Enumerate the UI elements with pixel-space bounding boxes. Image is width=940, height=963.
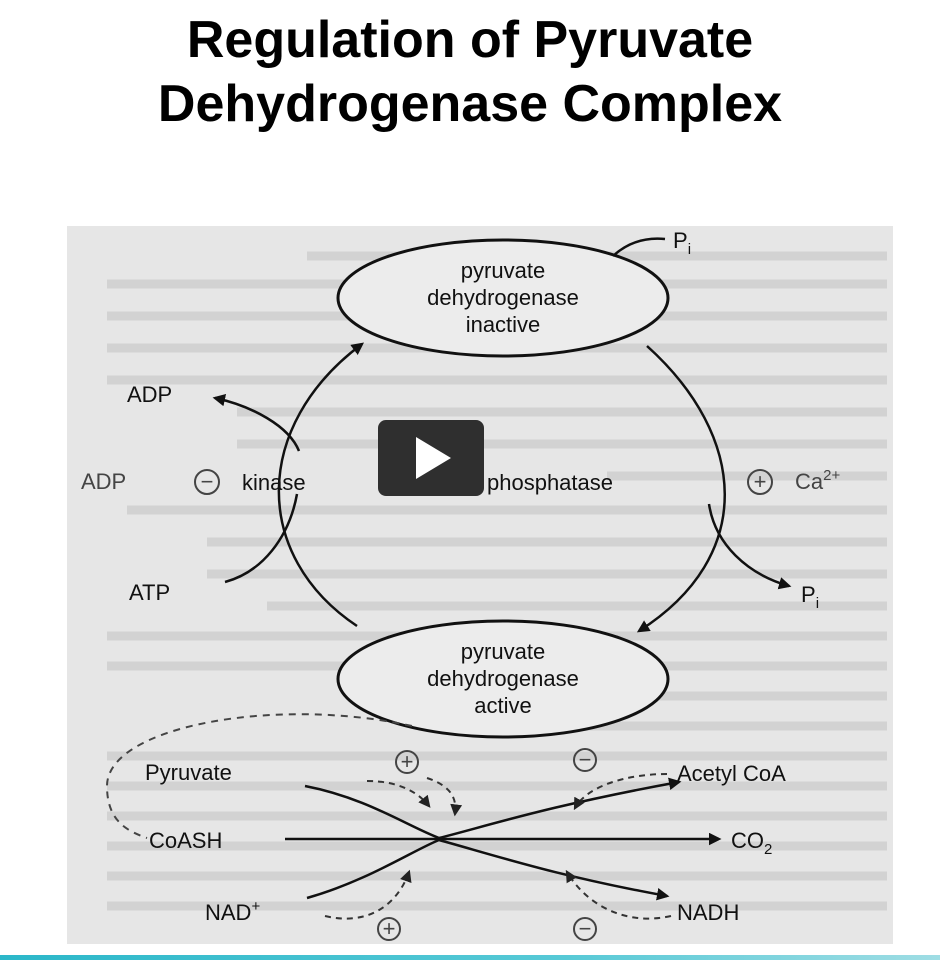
plus-circle-bottom [377,917,401,941]
title-line-1: Regulation of Pyruvate [186,11,754,69]
nadh-label: NADH [677,900,739,925]
adp-inhibitor-label: ADP [81,469,126,494]
plus-circle-top [395,750,419,774]
minus-circle-bottom [573,917,597,941]
atp-input-line [224,493,299,584]
minus-circle-kinase [194,469,220,495]
minus-sign-top: − [579,747,592,772]
kinase-label: kinase [242,470,306,495]
co2-label: CO2 [731,828,772,858]
loop-left-dashed [105,713,413,839]
nadh-inhibition-arrow [565,869,672,920]
coash-stimulation-arrow [426,777,463,817]
bottom-accent-bar [0,955,940,960]
active-enzyme-ellipse [336,619,670,739]
coash-label: CoASH [149,828,222,853]
inactive-label-2: dehydrogenase [427,285,579,310]
pi-top-label: Pi [673,228,691,258]
phosphatase-label: phosphatase [487,470,613,495]
plus-sign-bottom: + [383,916,396,941]
atp-label: ATP [129,580,170,605]
calcium-label: Ca2+ [795,467,840,494]
active-label-1: pyruvate [461,639,545,664]
plus-circle-phosphatase [747,469,773,495]
adp-output-arrow [212,394,301,452]
inactive-label-1: pyruvate [461,258,545,283]
adp-product-label: ADP [127,382,172,407]
pi-release-line [612,237,666,257]
nad-nadh-arrow [306,838,670,901]
minus-circle-top [573,748,597,772]
slide-title: Regulation of Pyruvate Dehydrogenase Com… [0,8,940,136]
inactive-enzyme-ellipse [336,238,670,358]
active-label-3: active [474,693,531,718]
plus-sign-phosphatase: + [754,469,767,494]
kinase-arc [277,342,365,628]
pyruvate-stimulation-arrow [366,780,431,808]
pyruvate-label: Pyruvate [145,760,232,785]
phosphatase-arc [636,345,726,633]
pi-output-arrow [707,503,792,590]
title-line-2: Dehydrogenase Complex [157,75,783,133]
video-play-button[interactable] [378,420,484,496]
plus-sign-top: + [401,749,414,774]
inactive-label-3: inactive [466,312,541,337]
play-icon [416,437,451,479]
pi-right-label: Pi [801,582,819,612]
pdh-regulation-diagram: pyruvate dehydrogenase inactive Pi pyruv… [67,226,893,944]
active-label-2: dehydrogenase [427,666,579,691]
nad-label: NAD+ [205,898,260,925]
diagram-svg: pyruvate dehydrogenase inactive Pi pyruv… [81,228,887,941]
acetylcoa-inhibition-arrow [573,773,668,811]
acetyl-coa-label: Acetyl CoA [677,761,786,786]
nad-stimulation-arrow [324,869,412,920]
minus-sign-kinase: − [201,469,214,494]
minus-sign-bottom: − [579,916,592,941]
